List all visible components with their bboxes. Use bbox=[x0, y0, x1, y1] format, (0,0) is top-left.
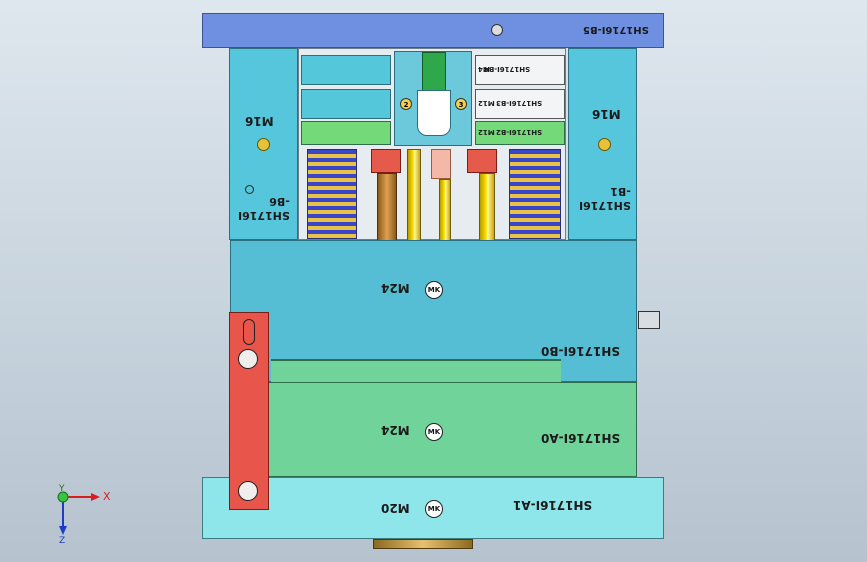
top-plate-bolt-icon bbox=[491, 24, 503, 36]
core-plate-b3: SH1716I-B3 M12 bbox=[475, 89, 565, 119]
right-block-label: SH1716I -B1 bbox=[579, 185, 631, 212]
plate-b0-step bbox=[271, 359, 561, 383]
core-plate-left-middle bbox=[301, 89, 391, 119]
spring-right bbox=[509, 149, 561, 239]
right-support-block[interactable]: M16 SH1716I -B1 bbox=[568, 48, 637, 240]
plate-b0-label: SH1716I-B0 bbox=[541, 344, 621, 358]
core-assembly[interactable]: 2 3 SH1716I-B4 M4 SH1716I-B3 M12 SH1716I… bbox=[298, 48, 566, 241]
plate-a1-label: SH1716I-A1 bbox=[513, 498, 593, 512]
plate-a1-symbol-icon: MK bbox=[425, 500, 443, 518]
ejector-pin-right bbox=[479, 173, 495, 241]
plate-a1-bolt-label: M20 bbox=[381, 501, 410, 515]
left-bolt-label: M16 bbox=[245, 114, 274, 128]
core-center-block: 2 3 bbox=[394, 51, 472, 146]
plate-b0[interactable]: M24 MK SH1716I-B0 bbox=[230, 240, 637, 383]
core-slot bbox=[417, 90, 451, 136]
ejector-pin-left bbox=[407, 149, 421, 241]
ejector-pin-center bbox=[439, 179, 451, 241]
balloon-right-icon: 3 bbox=[455, 98, 467, 110]
axis-triad-icon: X Y Z bbox=[57, 484, 111, 545]
linkage-pin-bottom-icon bbox=[238, 481, 258, 501]
plate-a0[interactable]: M24 MK SH1716I-A0 bbox=[268, 382, 637, 477]
core-green-insert bbox=[422, 52, 446, 92]
plate-a1[interactable]: M20 MK SH1716I-A1 bbox=[202, 477, 664, 539]
core-plate-left-upper bbox=[301, 55, 391, 85]
left-bolt-icon bbox=[257, 138, 270, 151]
core-plate-b4: SH1716I-B4 M4 bbox=[475, 55, 565, 85]
core-b2-label: SH1716I-B2 bbox=[496, 128, 543, 136]
y-axis-dot bbox=[57, 491, 69, 503]
z-axis-arrow bbox=[59, 526, 67, 535]
guide-pin-left bbox=[377, 173, 397, 241]
balloon-left-icon: 2 bbox=[400, 98, 412, 110]
right-bolt-label: M16 bbox=[592, 107, 621, 121]
left-support-block[interactable]: M16 SH1716I -B6 bbox=[229, 48, 298, 240]
bushing-right bbox=[467, 149, 497, 173]
plate-b0-bolt-label: M24 bbox=[381, 281, 410, 295]
sprue-bushing bbox=[373, 539, 473, 549]
spring-left bbox=[307, 149, 357, 239]
left-hole-icon bbox=[245, 185, 254, 194]
plate-a0-bolt-label: M24 bbox=[381, 423, 410, 437]
left-block-label: SH1716I -B6 bbox=[238, 195, 290, 222]
core-b4-bolt-label: M4 bbox=[478, 65, 490, 73]
linkage-slot bbox=[243, 319, 255, 345]
plate-b0-symbol-icon: MK bbox=[425, 281, 443, 299]
red-linkage-bar[interactable] bbox=[229, 312, 269, 510]
top-plate-label: SH1716I-B5 bbox=[583, 24, 649, 35]
center-bushing bbox=[431, 149, 451, 179]
core-plate-b2: SH1716I-B2 M12 bbox=[475, 121, 565, 145]
core-b2-bolt-label: M12 bbox=[478, 128, 495, 136]
x-axis-arrow bbox=[91, 493, 100, 501]
top-clamp-plate[interactable]: SH1716I-B5 bbox=[202, 13, 664, 48]
side-hex-nut-icon bbox=[638, 311, 660, 329]
z-axis-label: Z bbox=[59, 536, 65, 545]
x-axis-label: X bbox=[103, 490, 111, 503]
core-plate-left-lower bbox=[301, 121, 391, 145]
linkage-pin-top-icon bbox=[238, 349, 258, 369]
plate-a0-symbol-icon: MK bbox=[425, 423, 443, 441]
y-axis-label: Y bbox=[58, 484, 65, 494]
core-b4-label: SH1716I-B4 bbox=[484, 65, 531, 73]
core-b3-bolt-label: M12 bbox=[478, 99, 495, 107]
core-b3-label: SH1716I-B3 bbox=[496, 99, 543, 107]
bushing-left bbox=[371, 149, 401, 173]
right-bolt-icon bbox=[598, 138, 611, 151]
plate-a0-label: SH1716I-A0 bbox=[541, 431, 621, 445]
